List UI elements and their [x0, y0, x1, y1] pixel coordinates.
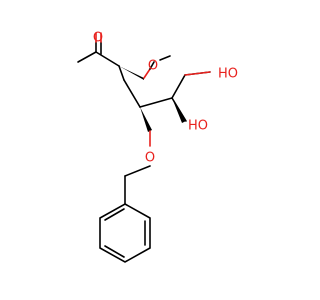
bond-c4-c5: [139, 97, 173, 108]
methyl-bond: [159, 55, 171, 61]
structure-canvas: O O HO HO O: [77, 31, 238, 263]
wedge-bond-methoxy: [119, 66, 144, 80]
bond-methoxy-c: [149, 61, 155, 70]
aldehyde-o-label: O: [93, 31, 103, 46]
phenyl-ring: [99, 203, 151, 263]
primary-oh-label: HO: [218, 67, 238, 82]
benzyloxy-group: O: [124, 107, 155, 205]
methoxy-group: O: [119, 55, 171, 80]
bond-c3-c4: [123, 79, 141, 108]
bond-ch2: [124, 165, 151, 177]
benzyloxy-o-label: O: [145, 151, 155, 166]
wedge-bond-benzyloxy: [140, 107, 152, 132]
wedge-bond-oh: [172, 98, 186, 123]
secondary-oh-label: HO: [188, 119, 208, 134]
phenyl-double-3: [104, 208, 125, 221]
phenyl-double-2: [104, 245, 125, 258]
aldehyde-group: O: [77, 31, 103, 63]
methoxy-o-label: O: [148, 59, 158, 74]
bond-primary-oh: [184, 71, 211, 76]
bond-c1-c2: [95, 51, 120, 67]
bond-c5-c6: [171, 74, 186, 99]
bond-c2-c3: [118, 65, 125, 81]
bond-methoxy-o: [143, 68, 151, 79]
bond-c1-h: [77, 51, 97, 63]
diol-group: HO HO: [171, 67, 238, 134]
phenyl-hexagon: [99, 203, 151, 263]
